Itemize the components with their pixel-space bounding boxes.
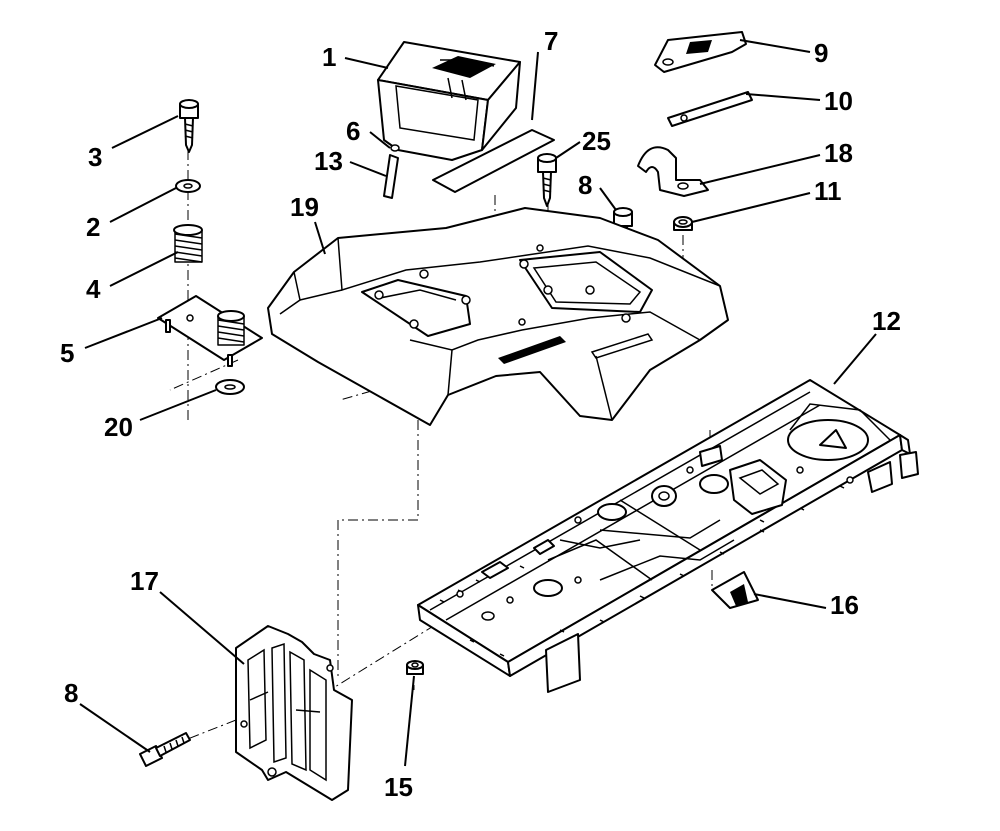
callout-19: 19 (290, 192, 319, 222)
part-6-13-clip-and-tube (383, 144, 400, 199)
part-20-washer (215, 379, 245, 395)
callout-5: 5 (60, 338, 74, 368)
callout-16: 16 (830, 590, 859, 620)
part-18-bracket (637, 146, 709, 197)
callout-7: 7 (544, 26, 558, 56)
part-7-pad (432, 129, 555, 193)
callout-8-lower: 8 (64, 678, 78, 708)
callout-25: 25 (582, 126, 611, 156)
callout-11: 11 (814, 176, 842, 206)
callout-1: 1 (322, 42, 336, 72)
part-11-nut (673, 216, 693, 231)
callout-15: 15 (384, 772, 413, 802)
part-5-spring-plate (157, 295, 263, 367)
callout-18: 18 (824, 138, 853, 168)
callout-13: 13 (314, 146, 343, 176)
callout-3: 3 (88, 142, 102, 172)
part-4-spring (173, 224, 203, 263)
callout-12: 12 (872, 306, 901, 336)
part-16-bracket (711, 571, 759, 609)
callout-8-upper: 8 (578, 170, 592, 200)
part-3-bolt (179, 99, 199, 153)
callout-9: 9 (814, 38, 828, 68)
part-1-battery-tray (377, 41, 521, 161)
part-15-nut (406, 660, 424, 675)
part-12-frame (417, 379, 919, 693)
part-9-cover (654, 31, 747, 73)
part-25-bolt (537, 153, 557, 207)
part-17-mounting-plate (235, 625, 353, 801)
part-8-bolt-lower (139, 732, 191, 767)
part-19-dash-panel (267, 207, 729, 426)
callout-10: 10 (824, 86, 853, 116)
callout-2: 2 (86, 212, 100, 242)
callout-17: 17 (130, 566, 159, 596)
callout-6: 6 (346, 116, 360, 146)
callout-4: 4 (86, 274, 101, 304)
callout-numbers: 1 7 9 10 18 11 6 13 25 8 3 2 19 4 5 12 2… (60, 26, 901, 802)
part-10-plate (667, 91, 753, 127)
callout-20: 20 (104, 412, 133, 442)
part-2-washer (175, 179, 201, 193)
leader-lines (79, 39, 877, 767)
